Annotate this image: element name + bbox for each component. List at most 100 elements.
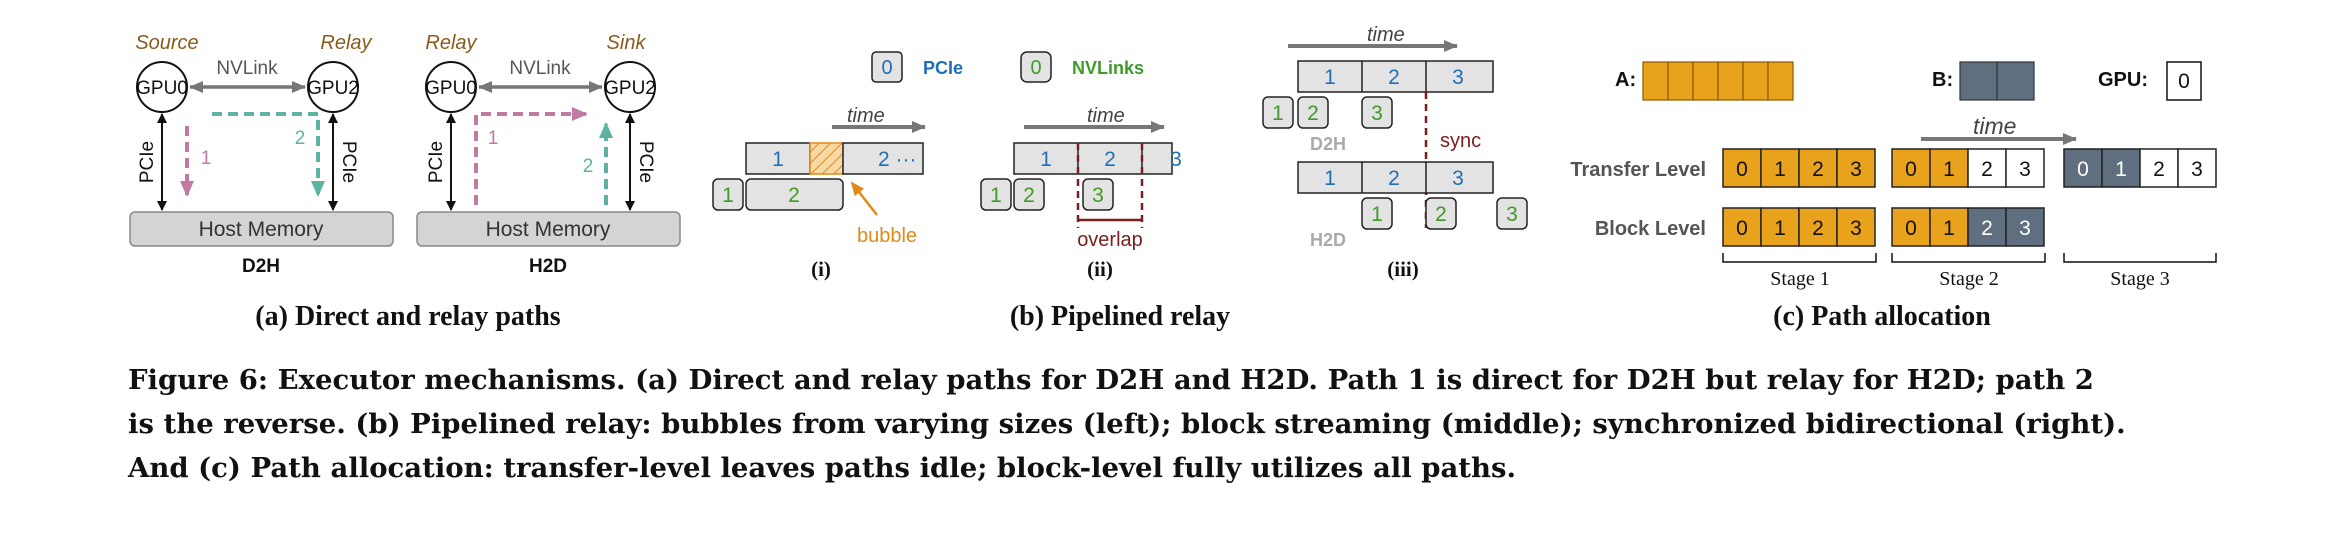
h2d-gpu2-text: GPU2	[604, 78, 656, 99]
pipeline-iii-h2d-nvl-block-3	[1496, 197, 1528, 230]
pipeline-iii-h2d-pcie-row	[1297, 161, 1494, 194]
pipeline-ii-pcie-row	[1013, 142, 1173, 175]
stage1-block-cell-label: 1	[1774, 217, 1786, 240]
pipeline-iii-h2d-pcie-label-2: 2	[1388, 167, 1400, 190]
pipeline-iii-d2h-nvl-block-2	[1297, 96, 1329, 129]
stage2-block-cell	[2005, 207, 2045, 247]
legend-nvlink-swatch	[1020, 51, 1052, 83]
figure-caption-line-2: is the reverse. (b) Pipelined relay: bub…	[128, 408, 2126, 440]
stage1-transfer-cell-label: 3	[1850, 158, 1862, 181]
pipeline-i-time-label: time	[847, 105, 885, 127]
stage1-block-cell-label: 3	[1850, 217, 1862, 240]
legend-a-label: A:	[1615, 69, 1636, 91]
pipeline-iii: time 1 2 3 1 2 3 D2H sync 1 2 3	[1262, 24, 1528, 281]
pipeline-ii-nvl-block-3	[1082, 178, 1114, 211]
legend-gpu-box	[2166, 61, 2202, 101]
pipeline-iii-d2h-pcie-row	[1297, 60, 1494, 93]
transfer-level-label: Transfer Level	[1570, 159, 1706, 181]
h2d-pcie-right-label: PCIe	[635, 141, 656, 183]
stage3-transfer-cell-label: 2	[2153, 158, 2165, 181]
stage3-bracket	[2063, 253, 2217, 263]
stage1-transfer-cell-label: 2	[1812, 158, 1824, 181]
d2h-host-memory	[129, 211, 394, 247]
legend-a-cell	[1767, 61, 1794, 101]
d2h-path2-label: 2	[295, 128, 306, 149]
pipeline-i: time 1 2 ··· 1 2 bubble (i)	[712, 105, 926, 281]
pipeline-i-nvl-block-2	[745, 178, 844, 211]
pipeline-iii-subfigure-label: (iii)	[1387, 257, 1419, 281]
legend-pcie-label: PCIe	[923, 58, 963, 78]
stage1-block-cell	[1722, 207, 1762, 247]
stage1-block-cell	[1798, 207, 1838, 247]
pipeline-ii-pcie-label-3: 3	[1170, 148, 1182, 171]
d2h-path1-label: 1	[201, 148, 212, 169]
pipeline-iii-h2d-pcie-label-1: 1	[1324, 167, 1336, 190]
stage2-block-cell	[1891, 207, 1931, 247]
stage1-transfer-cell	[1722, 148, 1762, 188]
stage2-bracket	[1891, 253, 2046, 263]
d2h-source-label: Source	[135, 32, 198, 54]
panel-c: A: B: GPU: 0 time Transfer Level Block L…	[1570, 61, 2217, 332]
pipeline-ii-pcie-label-1: 1	[1040, 148, 1052, 171]
pipeline-i-subfigure-label: (i)	[811, 257, 831, 281]
d2h-host-memory-text: Host Memory	[199, 218, 324, 241]
h2d-gpu0-node	[425, 61, 477, 113]
h2d-gpu0-text: GPU0	[425, 78, 477, 99]
stage1-transfer-cell-label: 0	[1736, 158, 1748, 181]
panel-c-caption: (c) Path allocation	[1773, 301, 1991, 332]
stage2-block-cell-label: 3	[2019, 217, 2031, 240]
legend-b-bar	[1959, 61, 2035, 101]
stage1-transfer-cell	[1836, 148, 1876, 188]
h2d-subtitle: H2D	[529, 256, 567, 277]
figure-caption-line-3: And (c) Path allocation: transfer-level …	[128, 452, 1517, 484]
pipeline-i-nvl-label-1: 1	[722, 184, 734, 207]
stage3-transfer-cell	[2063, 148, 2103, 188]
pipeline-iii-h2d-nvl-block-2	[1425, 197, 1457, 230]
pipeline-ii-pcie-label-2: 2	[1104, 148, 1116, 171]
legend-a-cell	[1717, 61, 1744, 101]
stage1-block-cell-label: 0	[1736, 217, 1748, 240]
stage3-label: Stage 3	[2110, 268, 2169, 290]
legend-a-cell	[1667, 61, 1694, 101]
h2d-sink-label: Sink	[607, 32, 647, 54]
pipeline-iii-sync-label: sync	[1440, 130, 1481, 152]
pipeline-iii-d2h-label: D2H	[1310, 134, 1346, 154]
figure-caption-line-1: Figure 6: Executor mechanisms. (a) Direc…	[128, 364, 2094, 396]
pipeline-ii-subfigure-label: (ii)	[1087, 257, 1113, 281]
pipeline-ii: time 1 2 3 1 2 3 overlap (ii)	[980, 105, 1182, 281]
figure-caption: Figure 6: Executor mechanisms. (a) Direc…	[128, 358, 2248, 490]
legend-b-cell	[1996, 61, 2035, 101]
d2h-pcie-left-label: PCIe	[137, 141, 158, 183]
h2d-host-memory	[416, 211, 681, 247]
stage3-transfer-cell-label: 3	[2191, 158, 2203, 181]
pipeline-iii-d2h-nvl-label-2: 2	[1307, 102, 1319, 125]
d2h-relay-label: Relay	[320, 32, 372, 54]
d2h-pcie-right-label: PCIe	[338, 141, 359, 183]
stage1-block-cell-label: 2	[1812, 217, 1824, 240]
legend-gpu-label: GPU:	[2098, 69, 2148, 91]
legend-a-bar	[1642, 61, 1794, 101]
stage2-block-cell	[1967, 207, 2007, 247]
stage2-transfer-cell-label: 1	[1943, 158, 1955, 181]
h2d-gpu2-node	[604, 61, 656, 113]
stage2-transfer-cell	[1967, 148, 2007, 188]
stage2-block-cell-label: 2	[1981, 217, 1993, 240]
stage2-transfer-cell-label: 2	[1981, 158, 1993, 181]
legend-pcie-swatch	[871, 51, 903, 83]
legend-a-cell	[1742, 61, 1769, 101]
h2d-relay-label: Relay	[425, 32, 477, 54]
stage1-bracket	[1722, 253, 1877, 263]
legend-a-cell	[1692, 61, 1719, 101]
pipeline-i-pcie-label-2: 2 ···	[878, 148, 917, 171]
h2d-path2-label: 2	[583, 156, 594, 177]
pipeline-i-nvl-label-2: 2	[788, 184, 800, 207]
legend-pcie-number: 0	[881, 57, 892, 79]
legend-nvlink-label: NVLinks	[1072, 58, 1144, 78]
stage3-transfer-cell-label: 1	[2115, 158, 2127, 181]
pipeline-iii-d2h-nvl-block-1	[1262, 96, 1294, 129]
stage3-transfer-cell	[2139, 148, 2179, 188]
pipeline-iii-d2h-pcie-label-2: 2	[1388, 66, 1400, 89]
panel-a: Source Relay GPU0 GPU2 NVLink PCIe PCIe …	[129, 32, 681, 332]
